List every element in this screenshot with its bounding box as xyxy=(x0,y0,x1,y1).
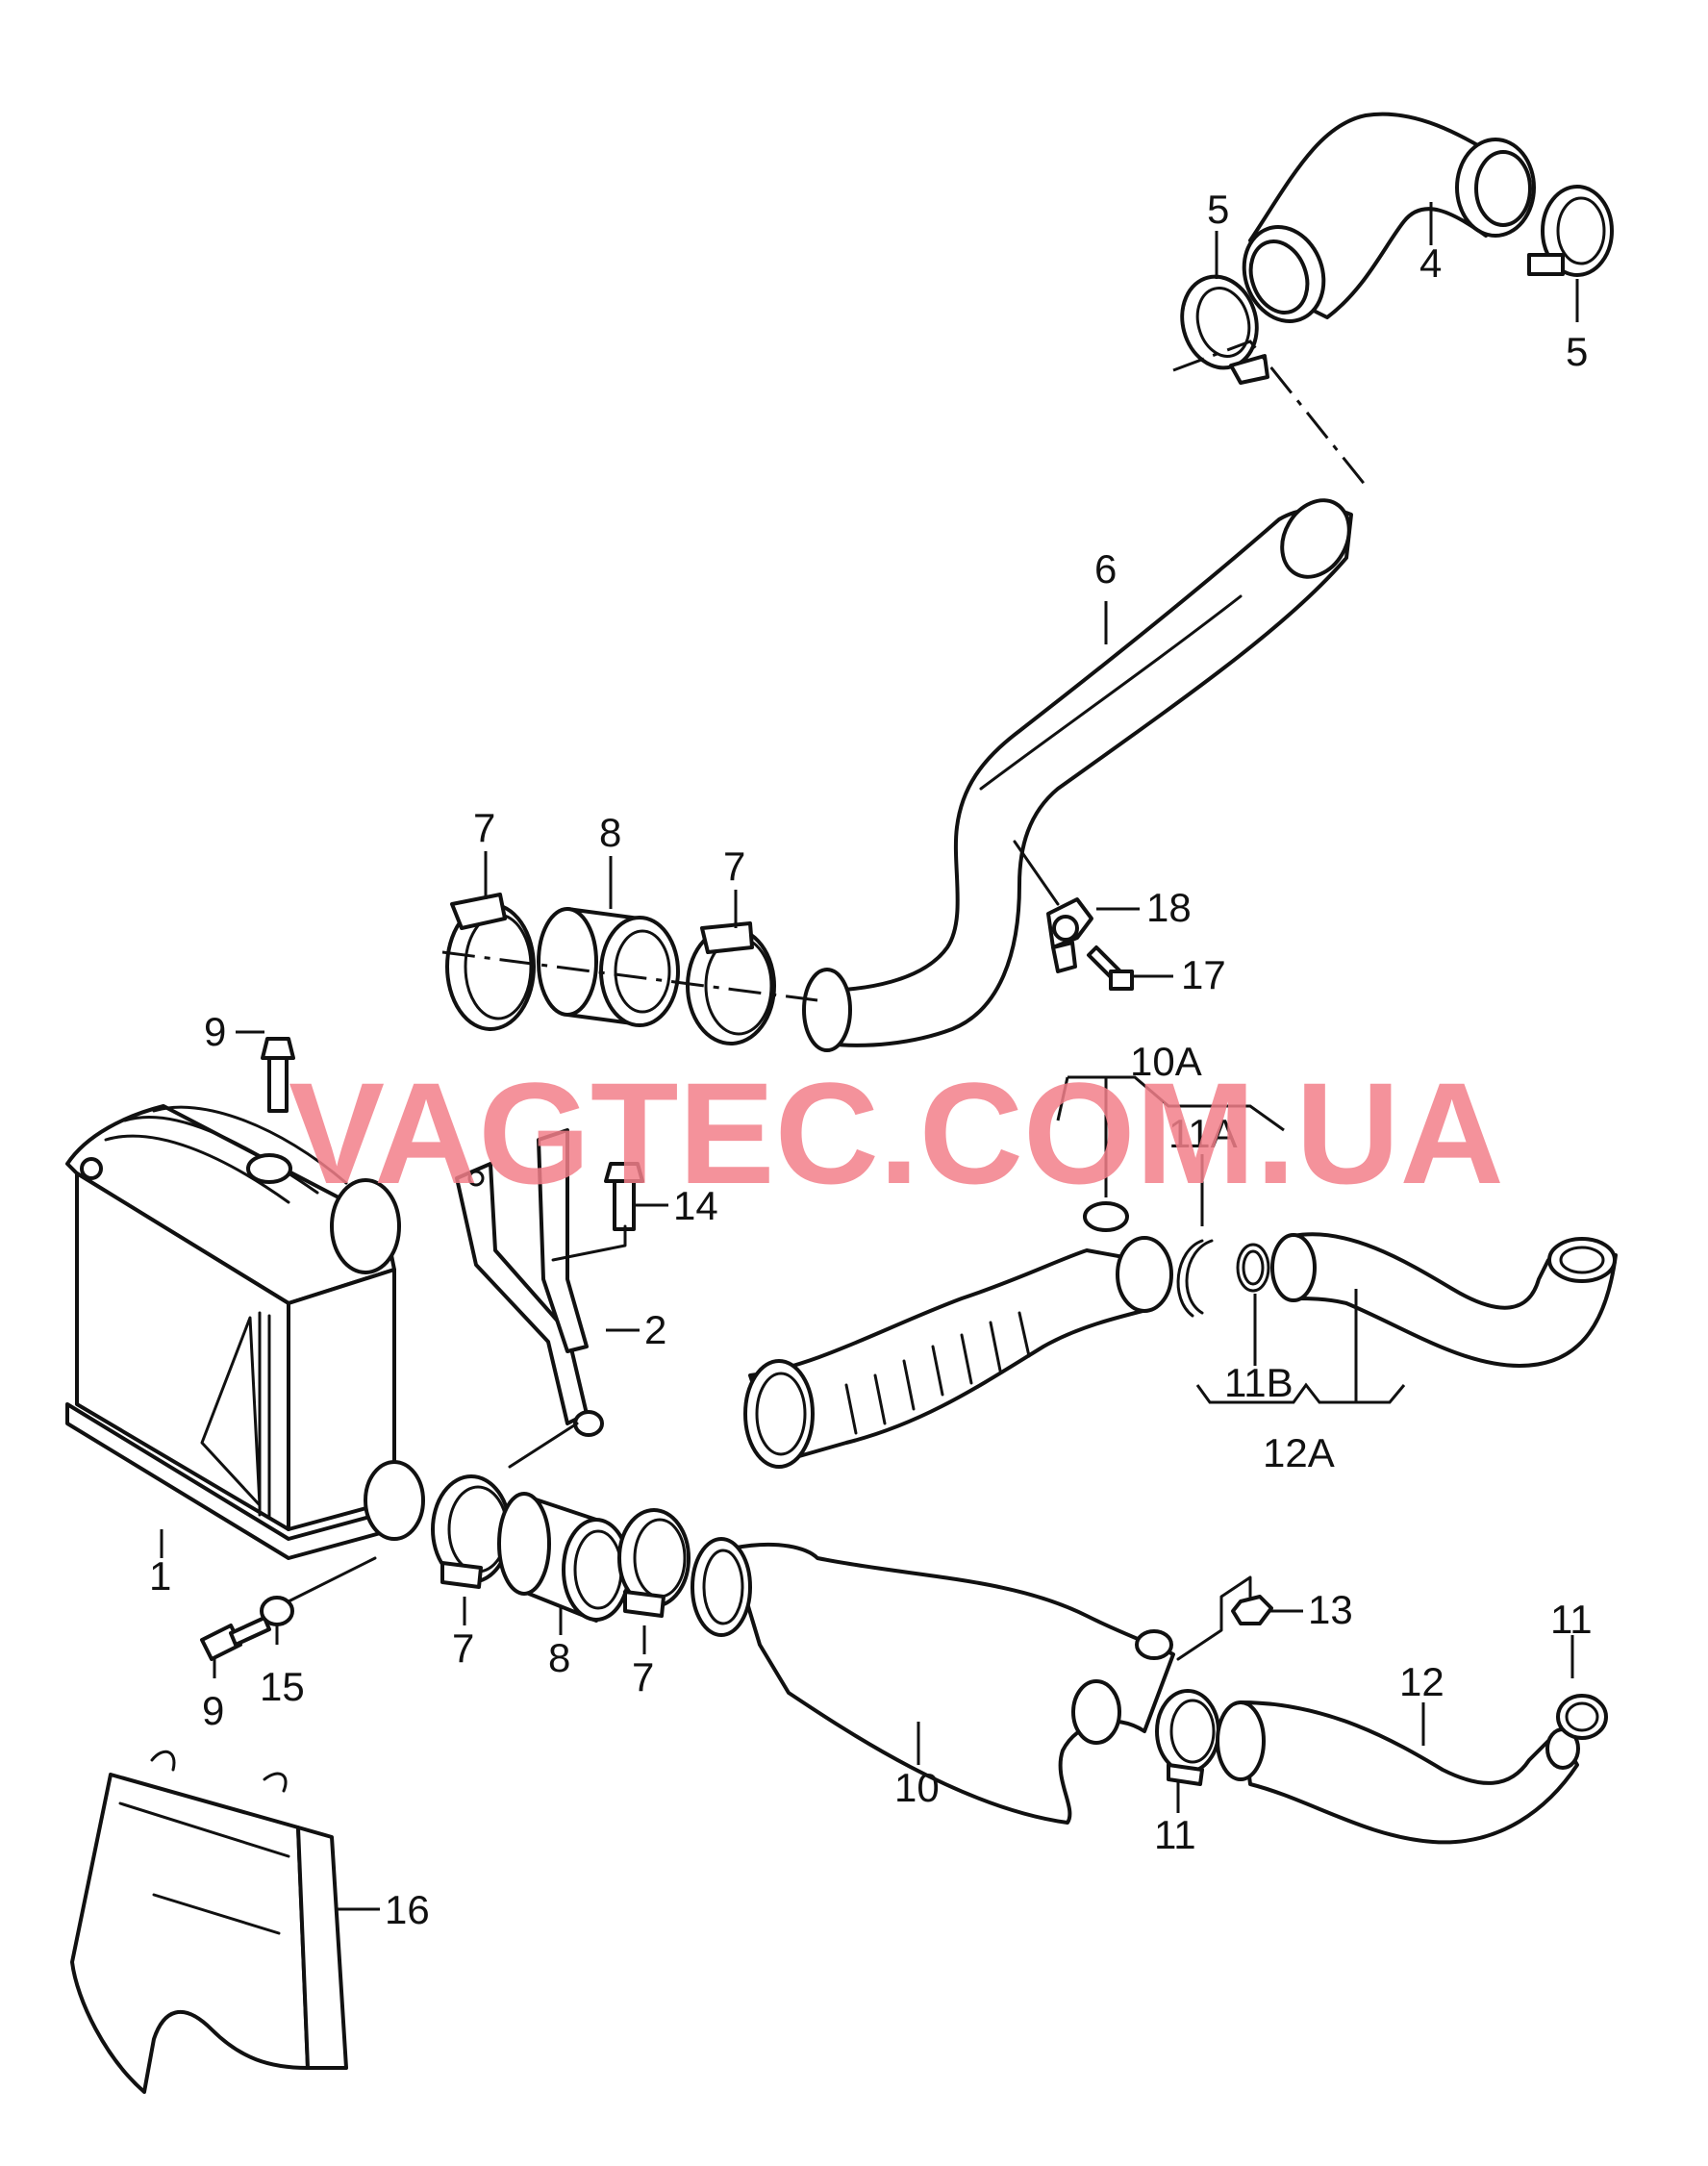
part-7-clamp-lower-right xyxy=(617,1508,691,1618)
part-9-bolt-lower xyxy=(200,1616,271,1661)
part-10A-pipe xyxy=(743,1201,1173,1469)
callout-7-lower-left: 7 xyxy=(452,1625,474,1671)
callout-16: 16 xyxy=(385,1887,430,1932)
callout-10A: 10A xyxy=(1130,1039,1202,1084)
callout-11-center: 11 xyxy=(1154,1812,1196,1857)
connection-line-7-8-6 xyxy=(441,950,818,1002)
callout-8-upper: 8 xyxy=(599,810,621,855)
callout-7-lower-right: 7 xyxy=(632,1654,654,1700)
callout-11A: 11A xyxy=(1168,1111,1238,1156)
part-12-hose xyxy=(1216,1700,1580,1845)
part-5-clamp-right xyxy=(1527,185,1614,277)
callout-11-right: 11 xyxy=(1550,1597,1593,1642)
callout-18: 18 xyxy=(1146,885,1192,930)
callout-13: 13 xyxy=(1308,1587,1353,1632)
leader-lines xyxy=(160,202,1579,1911)
part-16-air-duct xyxy=(70,1750,348,2094)
callout-6: 6 xyxy=(1094,546,1117,592)
part-11-clamp-right xyxy=(1556,1694,1608,1740)
callout-2: 2 xyxy=(644,1307,666,1352)
part-4-hose xyxy=(1242,112,1536,323)
part-15-washer xyxy=(260,1596,294,1626)
callout-11B: 11B xyxy=(1224,1360,1294,1405)
part-7-clamp-upper-right xyxy=(686,921,776,1045)
callout-8-lower: 8 xyxy=(548,1635,570,1680)
callout-5-right: 5 xyxy=(1566,329,1588,374)
callout-9-upper: 9 xyxy=(204,1009,226,1054)
watermark: VAGTEC.COM.UA xyxy=(289,1052,1504,1214)
bolt-link-lower xyxy=(287,1556,377,1603)
callout-10: 10 xyxy=(894,1765,940,1810)
part-11B-oring xyxy=(1236,1243,1270,1293)
callout-labels: 5 5 4 6 7 8 7 18 17 9 10A 11A 14 2 11B 1… xyxy=(149,187,1593,1932)
part-1-intercooler xyxy=(65,1104,425,1560)
part-8-sleeve-lower xyxy=(497,1492,631,1623)
part-12A-hose xyxy=(1270,1232,1618,1368)
callout-1: 1 xyxy=(149,1553,171,1599)
callout-7-upper-right: 7 xyxy=(723,844,745,889)
part-11A-ring xyxy=(1176,1239,1214,1318)
callout-12: 12 xyxy=(1399,1659,1444,1704)
connection-line-4-6 xyxy=(1172,340,1368,487)
callout-17: 17 xyxy=(1181,952,1226,997)
part-9-bolt-upper xyxy=(261,1037,295,1113)
callout-15: 15 xyxy=(260,1664,305,1709)
part-10-pipe xyxy=(691,1537,1175,1825)
part-11-clamp-center xyxy=(1155,1689,1220,1786)
part-7-clamp-upper-left xyxy=(445,893,536,1031)
part-17-bolt xyxy=(1087,945,1134,991)
part-8-sleeve-upper xyxy=(537,907,680,1027)
callout-14: 14 xyxy=(673,1183,718,1228)
part-13-nut xyxy=(1231,1595,1273,1625)
part-2-bracket xyxy=(455,1128,604,1437)
callout-4: 4 xyxy=(1419,240,1442,286)
nut-link-13 xyxy=(1176,1575,1252,1661)
callout-7-upper-left: 7 xyxy=(473,805,495,850)
callout-9-lower: 9 xyxy=(202,1688,224,1733)
callout-12A: 12A xyxy=(1263,1430,1335,1475)
bracket-link-2 xyxy=(508,1422,579,1469)
bolt-link-14 xyxy=(551,1224,627,1262)
callout-5-left: 5 xyxy=(1207,187,1229,232)
part-6-pipe xyxy=(802,498,1353,1052)
part-18-bracket xyxy=(1046,897,1093,973)
bracket-link xyxy=(1013,840,1060,906)
